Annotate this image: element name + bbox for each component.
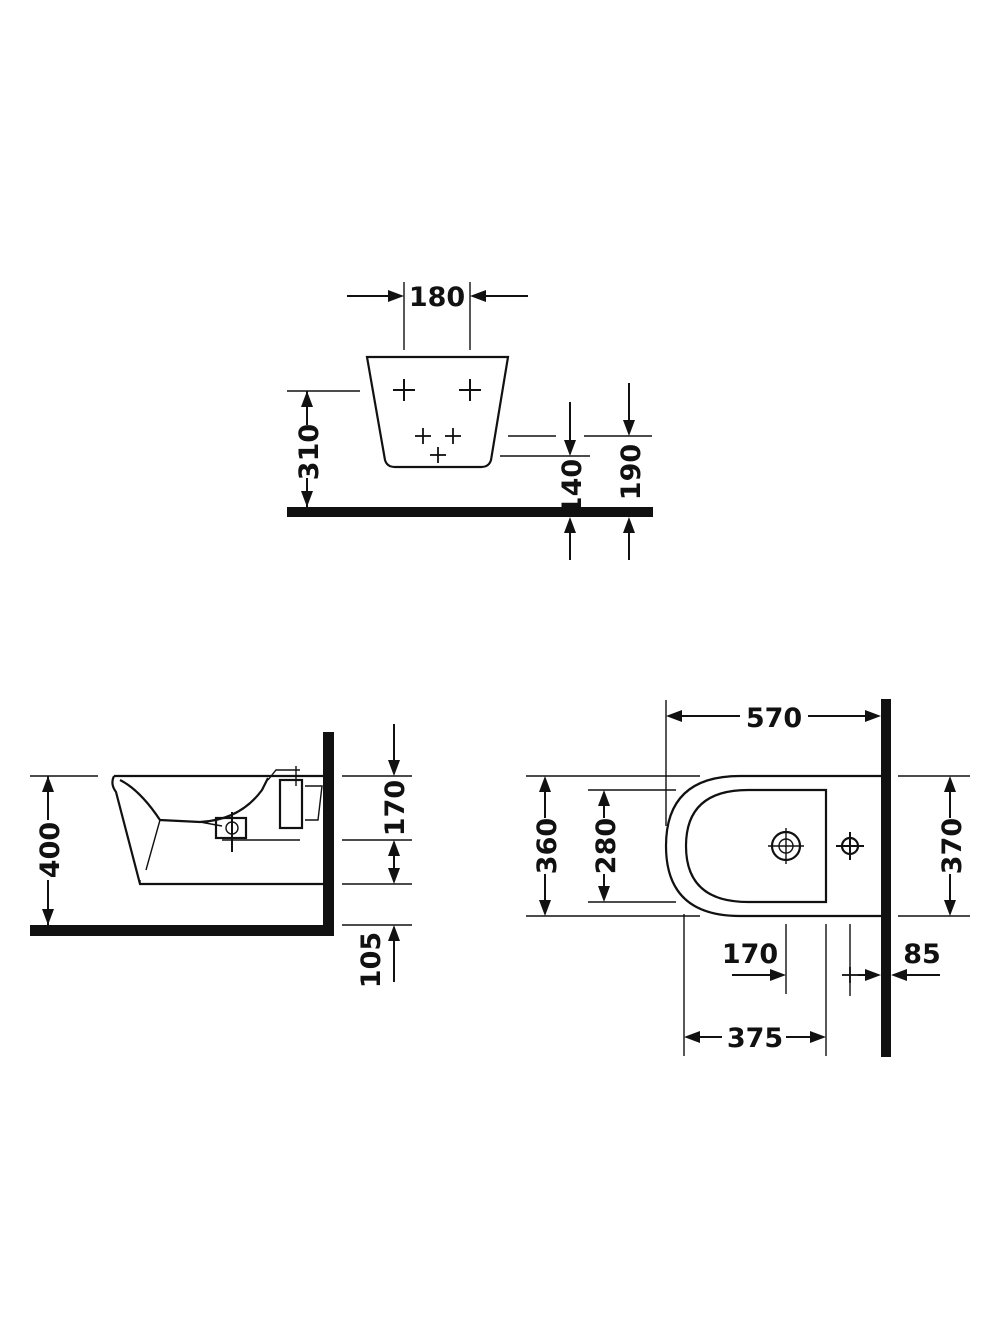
dimension-label-360: 360 xyxy=(532,818,563,874)
dimension-375: 375 xyxy=(683,914,827,1056)
dimension-label-400: 400 xyxy=(35,822,66,878)
front-bowl-outline xyxy=(365,355,510,469)
crosshair-icon xyxy=(414,427,432,445)
dimension-label-170-side: 170 xyxy=(380,780,411,836)
dimension-label-370: 370 xyxy=(937,818,968,874)
crosshair-icon xyxy=(392,378,416,402)
dimension-570: 570 xyxy=(665,700,881,826)
dimension-360: 360 xyxy=(526,775,700,917)
dimension-105: 105 xyxy=(342,924,412,988)
side-view: 400 170 105 xyxy=(30,724,412,988)
top-inner-basin xyxy=(684,788,828,904)
tap-hole-icon xyxy=(768,828,804,864)
side-tap-body xyxy=(278,778,304,830)
top-view: 570 360 280 xyxy=(526,699,970,1057)
dimension-180: 180 xyxy=(347,282,528,350)
dimension-170-top: 170 xyxy=(722,924,787,994)
dimension-label-180: 180 xyxy=(409,282,465,313)
dimension-label-140: 140 xyxy=(557,459,588,515)
top-wall-line xyxy=(881,699,891,1057)
dimension-85: 85 xyxy=(841,924,941,996)
crosshair-icon xyxy=(458,378,482,402)
top-bowl-outline xyxy=(664,774,881,918)
dimension-170-side: 170 xyxy=(342,724,412,885)
dimension-370: 370 xyxy=(898,775,970,917)
front-floor-line xyxy=(287,507,653,517)
dimension-label-310: 310 xyxy=(294,424,325,480)
dimension-310: 310 xyxy=(287,390,360,507)
dimension-label-280: 280 xyxy=(591,818,622,874)
front-view: 180 310 140 190 xyxy=(287,282,653,560)
side-wall-line xyxy=(323,732,334,936)
dimension-280: 280 xyxy=(588,789,676,903)
side-bowl-outline xyxy=(111,774,323,886)
dimension-label-190: 190 xyxy=(616,444,647,500)
dimension-label-570: 570 xyxy=(746,703,802,734)
dimension-label-85: 85 xyxy=(903,939,941,970)
crosshair-icon xyxy=(444,427,462,445)
dimension-label-170-top: 170 xyxy=(722,939,778,970)
dimension-190: 190 xyxy=(584,383,652,560)
dimension-400: 400 xyxy=(30,775,98,925)
dimension-label-105: 105 xyxy=(356,932,387,988)
side-floor-line xyxy=(30,925,334,936)
tap-hole-icon xyxy=(836,832,864,860)
dimension-140: 140 xyxy=(500,402,590,560)
crosshair-icon xyxy=(429,446,447,464)
dimension-label-375: 375 xyxy=(727,1023,783,1054)
crosshair-icon xyxy=(841,966,859,984)
